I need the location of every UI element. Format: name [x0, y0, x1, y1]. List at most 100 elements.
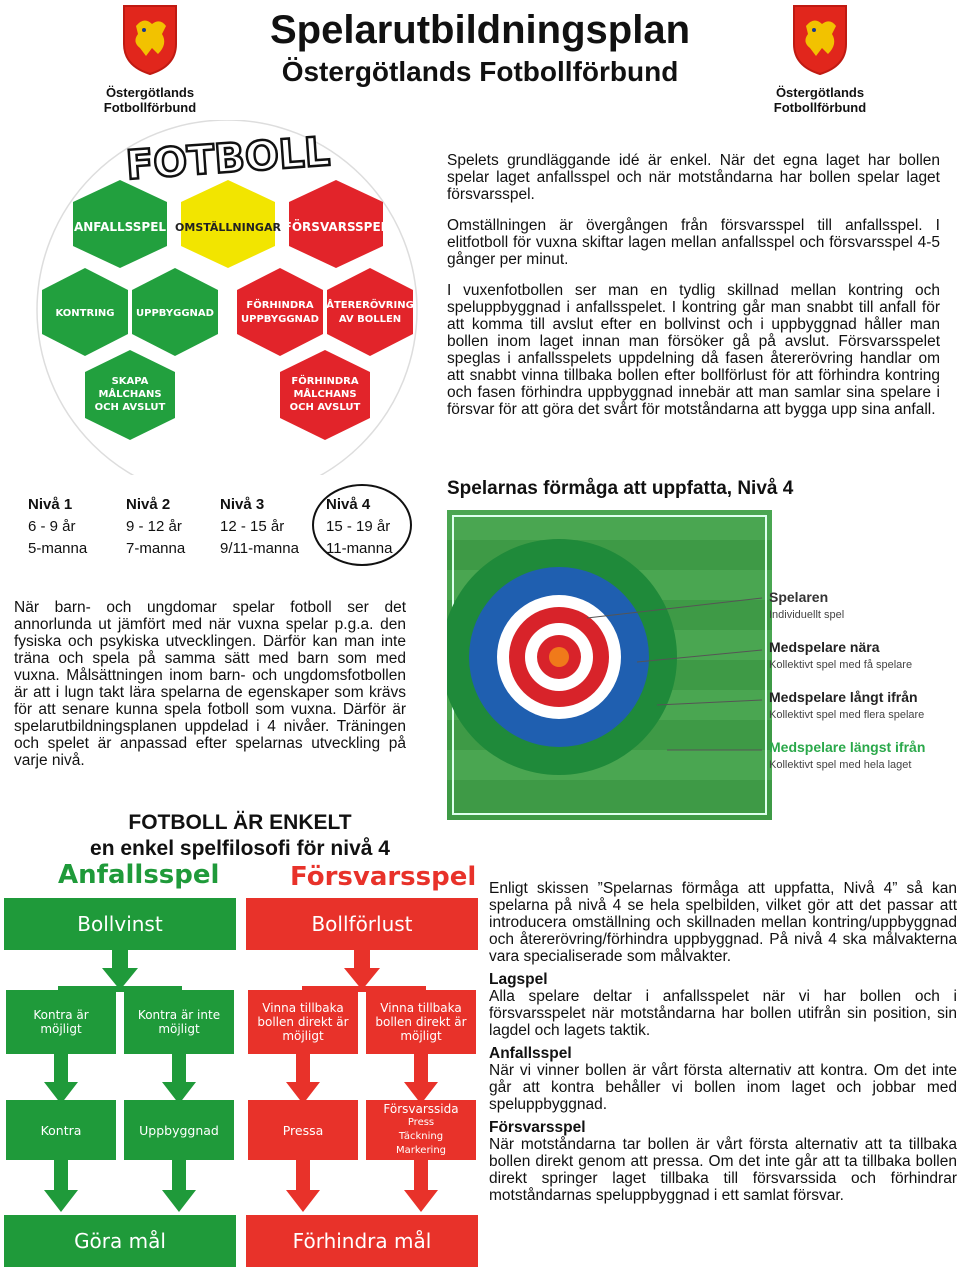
level-age: 9 - 12 år [126, 518, 182, 535]
hex-label-uppbyggnad: UPPBYGGNAD [136, 308, 214, 319]
logo-text-line2: Fotbollförbund [103, 100, 197, 115]
gora-mal-label: Göra mål [74, 1229, 166, 1253]
logo-text-line1: Östergötlands [105, 85, 195, 100]
flow-title: FOTBOLL ÄR ENKELT en enkel spelfilosofi … [40, 810, 440, 862]
forsvarssida-box: Försvarssida Press Täckning Markering [366, 1100, 476, 1160]
uppbyggnad-label: Uppbyggnad [139, 1122, 219, 1138]
level-format: 7-manna [126, 540, 186, 557]
forsvarssida-item-tackning: Täckning [398, 1131, 444, 1142]
perception-label-3-title: Medspelare långt ifrån [769, 689, 918, 705]
page-title: Spelarutbildningsplan [269, 8, 691, 52]
flow-title-line2: en enkel spelfilosofi för nivå 4 [90, 837, 390, 860]
bollforlust-label: Bollförlust [311, 912, 413, 936]
right-bottom-text: Enligt skissen ”Spelarnas förmåga att up… [489, 880, 957, 1204]
forsvarsspel-heading: Försvarsspel [489, 1119, 586, 1136]
hex-label-forhindra-1: FÖRHINDRA [291, 373, 358, 387]
hex-label-forhindra-uppbyggnad-1: FÖRHINDRA [246, 297, 313, 311]
forsvarssida-item-press: Press [407, 1117, 435, 1128]
perception-label-2-title: Medspelare nära [769, 639, 880, 655]
intro-p1: Spelets grundläggande idé är enkel. När … [447, 152, 940, 203]
hex-label-skapa-1: SKAPA [112, 376, 149, 387]
intro-p2: Omställningen är övergången från försvar… [447, 217, 940, 268]
bollvinst-label: Bollvinst [77, 912, 163, 936]
level-4-highlight-ring [312, 484, 412, 566]
gora-mal-box: Göra mål [4, 1215, 236, 1267]
vinna-tillbaka-label-2: Vinna tillbaka bollen direkt är möjligt [375, 1001, 467, 1043]
pressa-box: Pressa [248, 1100, 358, 1160]
hex-forsvarsspel [289, 180, 383, 268]
hex-label-forhindra-3: OCH AVSLUT [290, 402, 361, 413]
lagspel-text: Alla spelare deltar i anfallsspelet när … [489, 988, 957, 1039]
logo-text-line1: Östergötlands [775, 85, 865, 100]
kontra-label: Kontra [40, 1122, 82, 1138]
hex-label-anfallsspel: ANFALLSSPEL [74, 220, 166, 234]
philosophy-flowchart: Anfallsspel Försvarsspel Bollvinst Bollf… [0, 860, 480, 1273]
hex-label-atererovring-1: ÅTERERÖVRING [326, 297, 414, 311]
hex-anfallsspel [73, 180, 167, 268]
forsvarssida-label: Försvarssida [383, 1102, 459, 1116]
uppbyggnad-box: Uppbyggnad [124, 1100, 234, 1160]
hex-omstallningar [181, 180, 275, 268]
hex-forhindra-malchans [280, 350, 370, 440]
hexagon-diagram-svg: FOTBOLL ANFALLSSPEL OMSTÄLLNINGAR FÖRSVA… [36, 119, 418, 501]
anfallsspel-heading: Anfallsspel [489, 1045, 572, 1062]
hex-kontring [42, 268, 128, 356]
pressa-label: Pressa [282, 1122, 324, 1138]
hex-label-forsvarsspel: FÖRSVARSSPEL [284, 219, 389, 234]
forsvarssida-item-markering: Markering [395, 1145, 447, 1156]
defense-heading: Försvarsspel [290, 862, 477, 892]
perception-label-4-title: Medspelare längst ifrån [769, 739, 925, 755]
level-age: 6 - 9 år [28, 518, 76, 535]
level-name: Nivå 1 [28, 496, 73, 513]
kontra-box: Kontra [6, 1100, 116, 1160]
hex-label-atererovring-2: AV BOLLEN [339, 314, 401, 325]
crest-icon [793, 5, 847, 76]
crest-icon [123, 5, 177, 76]
kontra-inte-mojligt-label: Kontra är inte möjligt [137, 1008, 221, 1036]
logo-right: Östergötlands Fotbollförbund [760, 4, 880, 115]
perception-title: Spelarnas förmåga att uppfatta, Nivå 4 [447, 478, 794, 499]
forhindra-mal-box: Förhindra mål [246, 1215, 478, 1267]
youth-text: När barn- och ungdomar spelar fotboll se… [14, 599, 406, 769]
hex-label-skapa-2: MÅLCHANS [98, 387, 161, 400]
perception-pitch: Spelaren Individuellt spel Medspelare nä… [447, 510, 957, 820]
hexagon-diagram: FOTBOLL ANFALLSSPEL OMSTÄLLNINGAR FÖRSVA… [30, 119, 425, 501]
forsvarsspel-text: När motståndarna tar bollen är vårt förs… [489, 1136, 957, 1204]
forhindra-mal-label: Förhindra mål [292, 1229, 432, 1253]
perception-label-1-sub: Individuellt spel [769, 609, 844, 621]
hex-uppbyggnad [132, 268, 218, 356]
kontra-inte-mojligt-box: Kontra är inte möjligt [124, 990, 234, 1054]
level-name: Nivå 3 [220, 496, 265, 513]
level-format: 9/11-manna [220, 540, 299, 557]
perception-label-1-title: Spelaren [769, 589, 828, 605]
kontra-mojligt-box: Kontra är möjligt [6, 990, 116, 1054]
hex-atererovring [327, 268, 413, 356]
hex-skapa-malchans [85, 350, 175, 440]
intro-p3: I vuxenfotbollen ser man en tydlig skill… [447, 282, 940, 418]
vinna-tillbaka-box-1: Vinna tillbaka bollen direkt är möjligt [248, 990, 358, 1054]
perception-label-4-sub: Kollektivt spel med hela laget [769, 759, 911, 771]
perception-label-2-sub: Kollektivt spel med få spelare [769, 659, 912, 671]
hex-label-omstallningar: OMSTÄLLNINGAR [175, 220, 281, 234]
perception-label-3-sub: Kollektivt spel med flera spelare [769, 709, 924, 721]
bollforlust-box: Bollförlust [246, 898, 478, 950]
hex-forhindra-uppbyggnad [237, 268, 323, 356]
intro-text: Spelets grundläggande idé är enkel. När … [447, 152, 940, 432]
kontra-mojligt-label: Kontra är möjligt [33, 1008, 89, 1036]
flow-title-line1: FOTBOLL ÄR ENKELT [128, 811, 352, 834]
hex-label-skapa-3: OCH AVSLUT [95, 402, 166, 413]
lagspel-heading: Lagspel [489, 971, 548, 988]
vinna-tillbaka-label-1: Vinna tillbaka bollen direkt är möjligt [257, 1001, 349, 1043]
level-format: 5-manna [28, 540, 88, 557]
hex-label-forhindra-uppbyggnad-2: UPPBYGGNAD [241, 314, 319, 325]
level-name: Nivå 2 [126, 496, 171, 513]
flow-arrows [44, 950, 438, 1212]
page-subtitle: Östergötlands Fotbollförbund [281, 56, 679, 87]
logo-left: Östergötlands Fotbollförbund [90, 4, 210, 115]
hex-label-forhindra-2: MÅLCHANS [293, 387, 356, 400]
perception-pitch-svg: Spelaren Individuellt spel Medspelare nä… [447, 510, 957, 820]
anfallsspel-text: När vi vinner bollen är vårt första alte… [489, 1062, 957, 1113]
hex-label-kontring: KONTRING [56, 308, 115, 319]
logo-text-line2: Fotbollförbund [773, 100, 867, 115]
right-intro: Enligt skissen ”Spelarnas förmåga att up… [489, 880, 957, 965]
